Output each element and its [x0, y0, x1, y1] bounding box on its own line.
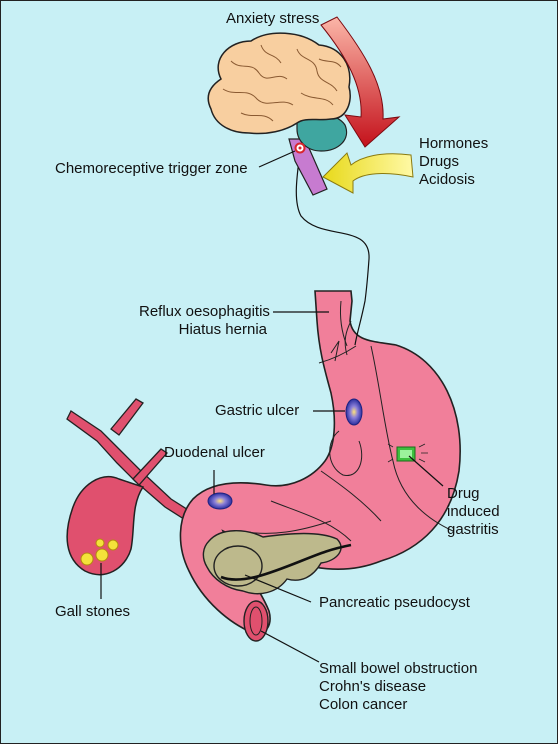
cerebrum	[207, 32, 351, 135]
brain	[207, 32, 351, 196]
pancreatic-pseudocyst	[213, 545, 263, 587]
label-chemoreceptive-trigger-zone: Chemoreceptive trigger zone	[55, 160, 248, 177]
bile-ducts	[66, 398, 194, 522]
bowel-lumen	[249, 606, 263, 636]
label-pancreatic-pseudocyst: Pancreatic pseudocyst	[319, 594, 470, 611]
label-acidosis: Acidosis	[419, 171, 475, 188]
stomach	[179, 290, 461, 635]
label-reflux: Reflux oesophagitis Hiatus hernia	[139, 303, 270, 339]
label-gall-stones: Gall stones	[55, 603, 131, 620]
label-induced: induced	[447, 503, 500, 520]
label-duodenal-ulcer: Duodenal ulcer	[164, 444, 265, 461]
label-systemic-causes: Hormones Drugs Acidosis	[419, 135, 488, 189]
label-hormones: Hormones	[419, 135, 489, 152]
systemic-arrow	[322, 152, 414, 194]
leader-lines	[100, 150, 444, 663]
label-colon-cancer: Colon cancer	[319, 696, 408, 713]
gastric-ulcer	[345, 398, 363, 426]
gallbladder	[66, 476, 145, 576]
label-reflux-oesophagitis: Reflux oesophagitis	[139, 303, 270, 320]
vagal-nerve	[295, 151, 370, 346]
label-crohns-disease: Crohn's disease	[319, 678, 427, 695]
label-drug: Drug	[447, 485, 480, 502]
label-hiatus-hernia: Hiatus hernia	[178, 321, 267, 338]
gall-stones	[80, 538, 119, 566]
label-gastritis: gastritis	[447, 521, 499, 538]
label-small-bowel-obstruction: Small bowel obstruction	[319, 660, 478, 677]
label-gastric-ulcer: Gastric ulcer	[215, 402, 300, 419]
label-drug-induced-gastritis: Drug induced gastritis	[447, 485, 500, 539]
duodenal-ulcer	[207, 492, 233, 510]
label-drugs: Drugs	[419, 153, 460, 170]
label-bowel-causes: Small bowel obstruction Crohn's disease …	[319, 660, 477, 714]
brain-folds	[222, 44, 342, 122]
anxiety-arrow	[320, 16, 401, 148]
pancreatic-duct	[220, 543, 352, 581]
label-anxiety-stress: Anxiety stress	[226, 10, 320, 27]
